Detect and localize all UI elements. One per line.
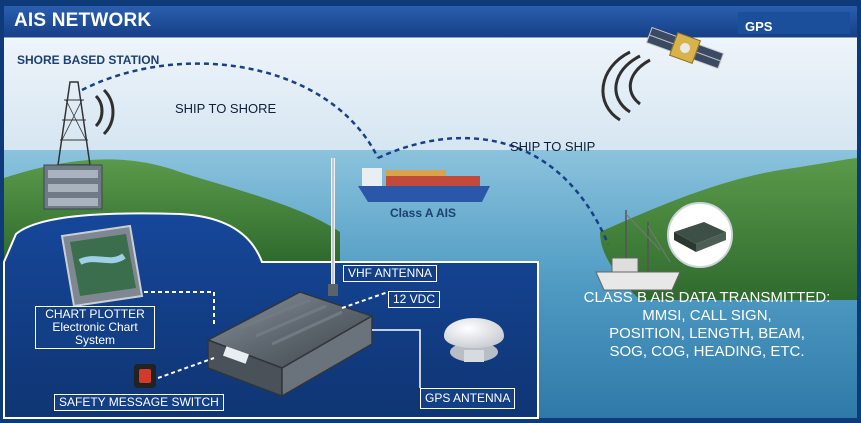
ship-to-shore-link xyxy=(81,62,380,159)
gps-antenna-label: GPS ANTENNA xyxy=(420,388,516,409)
class-b-line2: MMSI, CALL SIGN, xyxy=(642,307,772,324)
class-a-ship xyxy=(358,168,490,202)
gps-label: GPS xyxy=(745,19,773,34)
safety-switch-label: SAFETY MESSAGE SWITCH xyxy=(54,394,224,411)
class-b-line4: SOG, COG, HEADING, ETC. xyxy=(609,343,805,360)
chart-plotter-label: CHART PLOTTER Electronic Chart System xyxy=(35,306,155,349)
class-b-transponder-icon xyxy=(667,202,733,268)
chart-plotter-line1: CHART PLOTTER xyxy=(45,307,145,321)
gps-signal-waves xyxy=(601,50,651,122)
class-a-label: Class A AIS xyxy=(390,206,457,220)
chart-plotter-line3: System xyxy=(74,333,115,347)
class-b-data-text: CLASS B AIS DATA TRANSMITTED: MMSI, CALL… xyxy=(566,289,848,361)
ship-to-ship-label: SHIP TO SHIP xyxy=(510,139,596,154)
gps-antenna-icon xyxy=(444,318,504,362)
gps-label-box xyxy=(738,12,850,34)
chart-plotter-icon xyxy=(60,224,144,308)
gps-satellite-icon xyxy=(645,26,725,70)
vhf-antenna-label: VHF ANTENNA xyxy=(343,265,438,282)
chart-plotter-line2: Electronic Chart xyxy=(52,320,138,334)
class-b-line1: CLASS B AIS DATA TRANSMITTED: xyxy=(583,289,831,306)
power-label: 12 VDC xyxy=(388,291,441,308)
shore-signal-waves xyxy=(94,88,115,136)
shore-station-tower xyxy=(43,81,103,210)
safety-switch-icon xyxy=(134,364,156,388)
ship-to-shore-label: SHIP TO SHORE xyxy=(175,101,277,116)
class-b-line3: POSITION, LENGTH, BEAM, xyxy=(609,325,805,342)
wiring-lines xyxy=(144,291,389,379)
class-b-fishing-boat xyxy=(595,210,681,291)
ship-to-ship-link xyxy=(377,136,610,245)
vhf-antenna-icon xyxy=(328,158,338,296)
page-title: AIS NETWORK xyxy=(14,10,152,31)
gps-cable xyxy=(372,329,421,388)
header-bar xyxy=(4,6,857,38)
shore-station-label: SHORE BASED STATION xyxy=(17,53,160,67)
ais-transponder-box xyxy=(206,291,374,398)
